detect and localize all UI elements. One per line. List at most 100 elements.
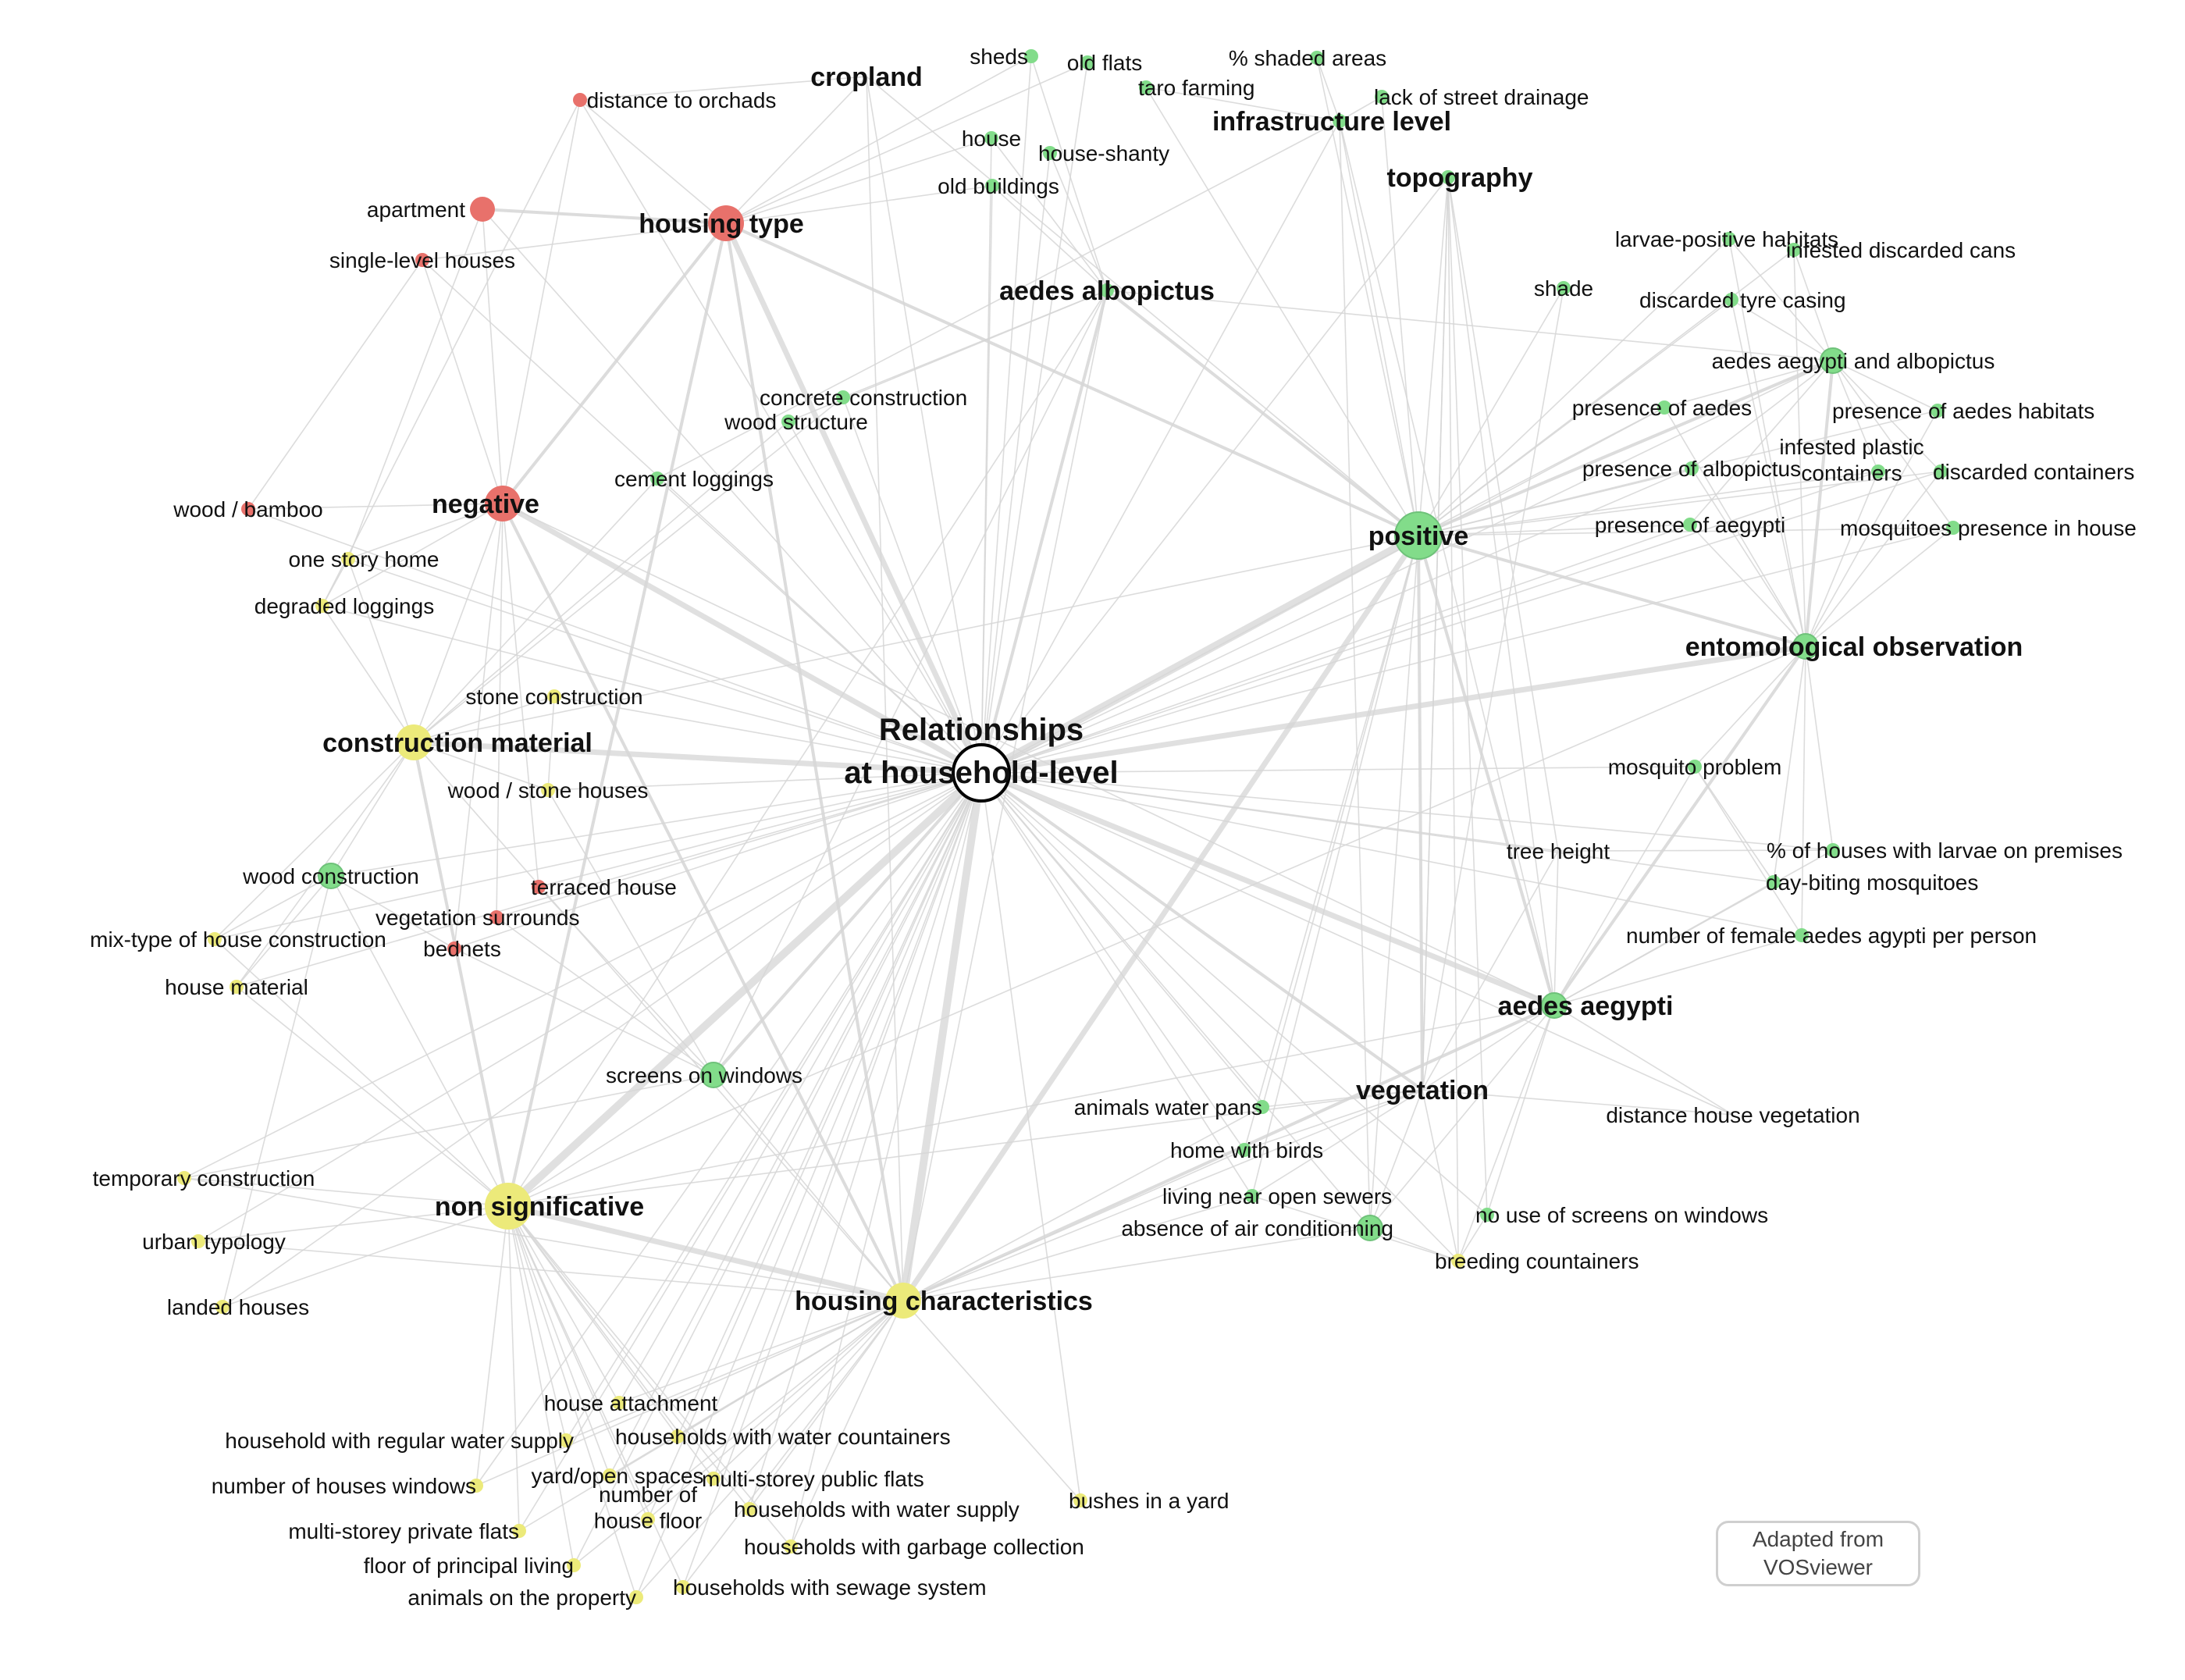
node-marker bbox=[1683, 518, 1697, 532]
edge bbox=[1664, 360, 1834, 408]
edge bbox=[236, 875, 332, 988]
node-marker bbox=[241, 502, 255, 516]
node-wood-stone-houses: wood / stone houses bbox=[447, 778, 649, 803]
edge bbox=[647, 772, 982, 1520]
edge bbox=[322, 558, 349, 607]
node-discarded-containers: discarded containers bbox=[1933, 460, 2134, 484]
node-label: mix-type of house construction bbox=[90, 927, 386, 952]
edge bbox=[413, 421, 789, 743]
node-label: landed houses bbox=[167, 1295, 309, 1319]
node-marker bbox=[512, 1524, 526, 1538]
edge bbox=[496, 917, 714, 1076]
node-marker bbox=[1139, 80, 1153, 94]
node-marker bbox=[1934, 464, 1948, 479]
edge bbox=[198, 1240, 904, 1301]
edge bbox=[980, 772, 1245, 1151]
edge bbox=[618, 772, 982, 1404]
edge bbox=[980, 62, 1088, 774]
node-yard-open-spaces: yard/open spaces bbox=[531, 1464, 703, 1488]
edge bbox=[183, 1177, 509, 1207]
node-marker bbox=[1441, 170, 1455, 184]
node-wood-structure: wood structure bbox=[724, 410, 868, 434]
edge bbox=[507, 222, 728, 1207]
edge bbox=[1694, 766, 1774, 883]
edge bbox=[538, 772, 982, 888]
edge bbox=[502, 503, 1555, 1006]
edge bbox=[725, 76, 867, 224]
node-label: negative bbox=[432, 489, 539, 519]
edge bbox=[579, 99, 727, 224]
edge bbox=[553, 696, 982, 774]
edge bbox=[507, 1205, 610, 1476]
node-infested-discarded-cans: infested discarded cans bbox=[1786, 238, 2016, 262]
edge bbox=[547, 772, 982, 791]
node-marker bbox=[191, 1234, 205, 1248]
edge bbox=[1832, 360, 1954, 529]
node-non-significative: non significative bbox=[435, 1183, 644, 1230]
edge bbox=[902, 1227, 1371, 1301]
node-label: apartment bbox=[367, 198, 465, 222]
edge bbox=[1369, 535, 1419, 1229]
node-discarded-tyre-casing: discarded tyre casing bbox=[1639, 288, 1846, 312]
edge bbox=[538, 886, 714, 1076]
node-marker bbox=[1688, 760, 1702, 774]
edge bbox=[1417, 535, 1556, 1006]
node-larvae-positive-habitats: larvae-positive habitats bbox=[1615, 227, 1838, 251]
node-marker bbox=[415, 253, 429, 267]
edge bbox=[842, 290, 1108, 398]
node-label: house bbox=[962, 126, 1021, 151]
node-marker bbox=[650, 472, 664, 486]
edge bbox=[682, 1300, 904, 1588]
edge bbox=[236, 986, 509, 1207]
node-marker bbox=[318, 863, 344, 889]
edge bbox=[1418, 468, 1692, 536]
edge bbox=[980, 120, 1340, 774]
edge bbox=[222, 772, 982, 1308]
node-label: discarded containers bbox=[1933, 460, 2134, 484]
edges-layer bbox=[183, 55, 1954, 1598]
node-distance-to-orchads: distance to orchads bbox=[573, 88, 776, 112]
edge bbox=[1418, 407, 1665, 536]
node-label: presence of aedes bbox=[1572, 396, 1752, 420]
edge bbox=[980, 185, 993, 774]
edge bbox=[1457, 1005, 1555, 1262]
node-marker bbox=[1080, 55, 1094, 69]
edge bbox=[1418, 287, 1564, 536]
node-marker bbox=[700, 1062, 727, 1088]
node-label: old buildings bbox=[938, 174, 1059, 198]
node-label: number of female aedes agypti per person bbox=[1626, 924, 2037, 948]
edge bbox=[1418, 471, 1879, 536]
node-label: households with garbage collection bbox=[744, 1535, 1084, 1559]
node-marker bbox=[489, 910, 504, 924]
node-label: lack of street drainage bbox=[1374, 85, 1589, 109]
edge bbox=[866, 76, 1419, 536]
edge bbox=[1030, 55, 1108, 291]
node-label: absence of air conditionning bbox=[1121, 1216, 1393, 1240]
node-marker bbox=[573, 93, 587, 107]
edge bbox=[198, 772, 982, 1242]
edge bbox=[1244, 535, 1419, 1151]
edge bbox=[980, 643, 1806, 776]
node-marker bbox=[1657, 400, 1671, 415]
node-label: distance to orchads bbox=[587, 88, 777, 112]
edge bbox=[980, 407, 1665, 774]
node-label: house-shanty bbox=[1038, 141, 1169, 166]
edge bbox=[1339, 120, 1555, 1006]
edge bbox=[1251, 1089, 1423, 1197]
edge bbox=[1105, 289, 1420, 537]
edge bbox=[1457, 1214, 1488, 1262]
edge bbox=[1832, 360, 1941, 472]
node-marker bbox=[1375, 90, 1389, 104]
node-construction-material: construction material bbox=[322, 724, 593, 760]
node-label: sheds bbox=[970, 44, 1028, 69]
edge bbox=[713, 290, 1108, 1076]
node-marker bbox=[1795, 928, 1809, 942]
edge bbox=[991, 137, 1108, 291]
node-marker bbox=[1357, 1215, 1383, 1241]
edge bbox=[1805, 471, 1879, 647]
node-aedes-albopictus: aedes albopictus bbox=[999, 276, 1215, 306]
edge bbox=[507, 1089, 1423, 1207]
edge bbox=[1447, 176, 1559, 852]
